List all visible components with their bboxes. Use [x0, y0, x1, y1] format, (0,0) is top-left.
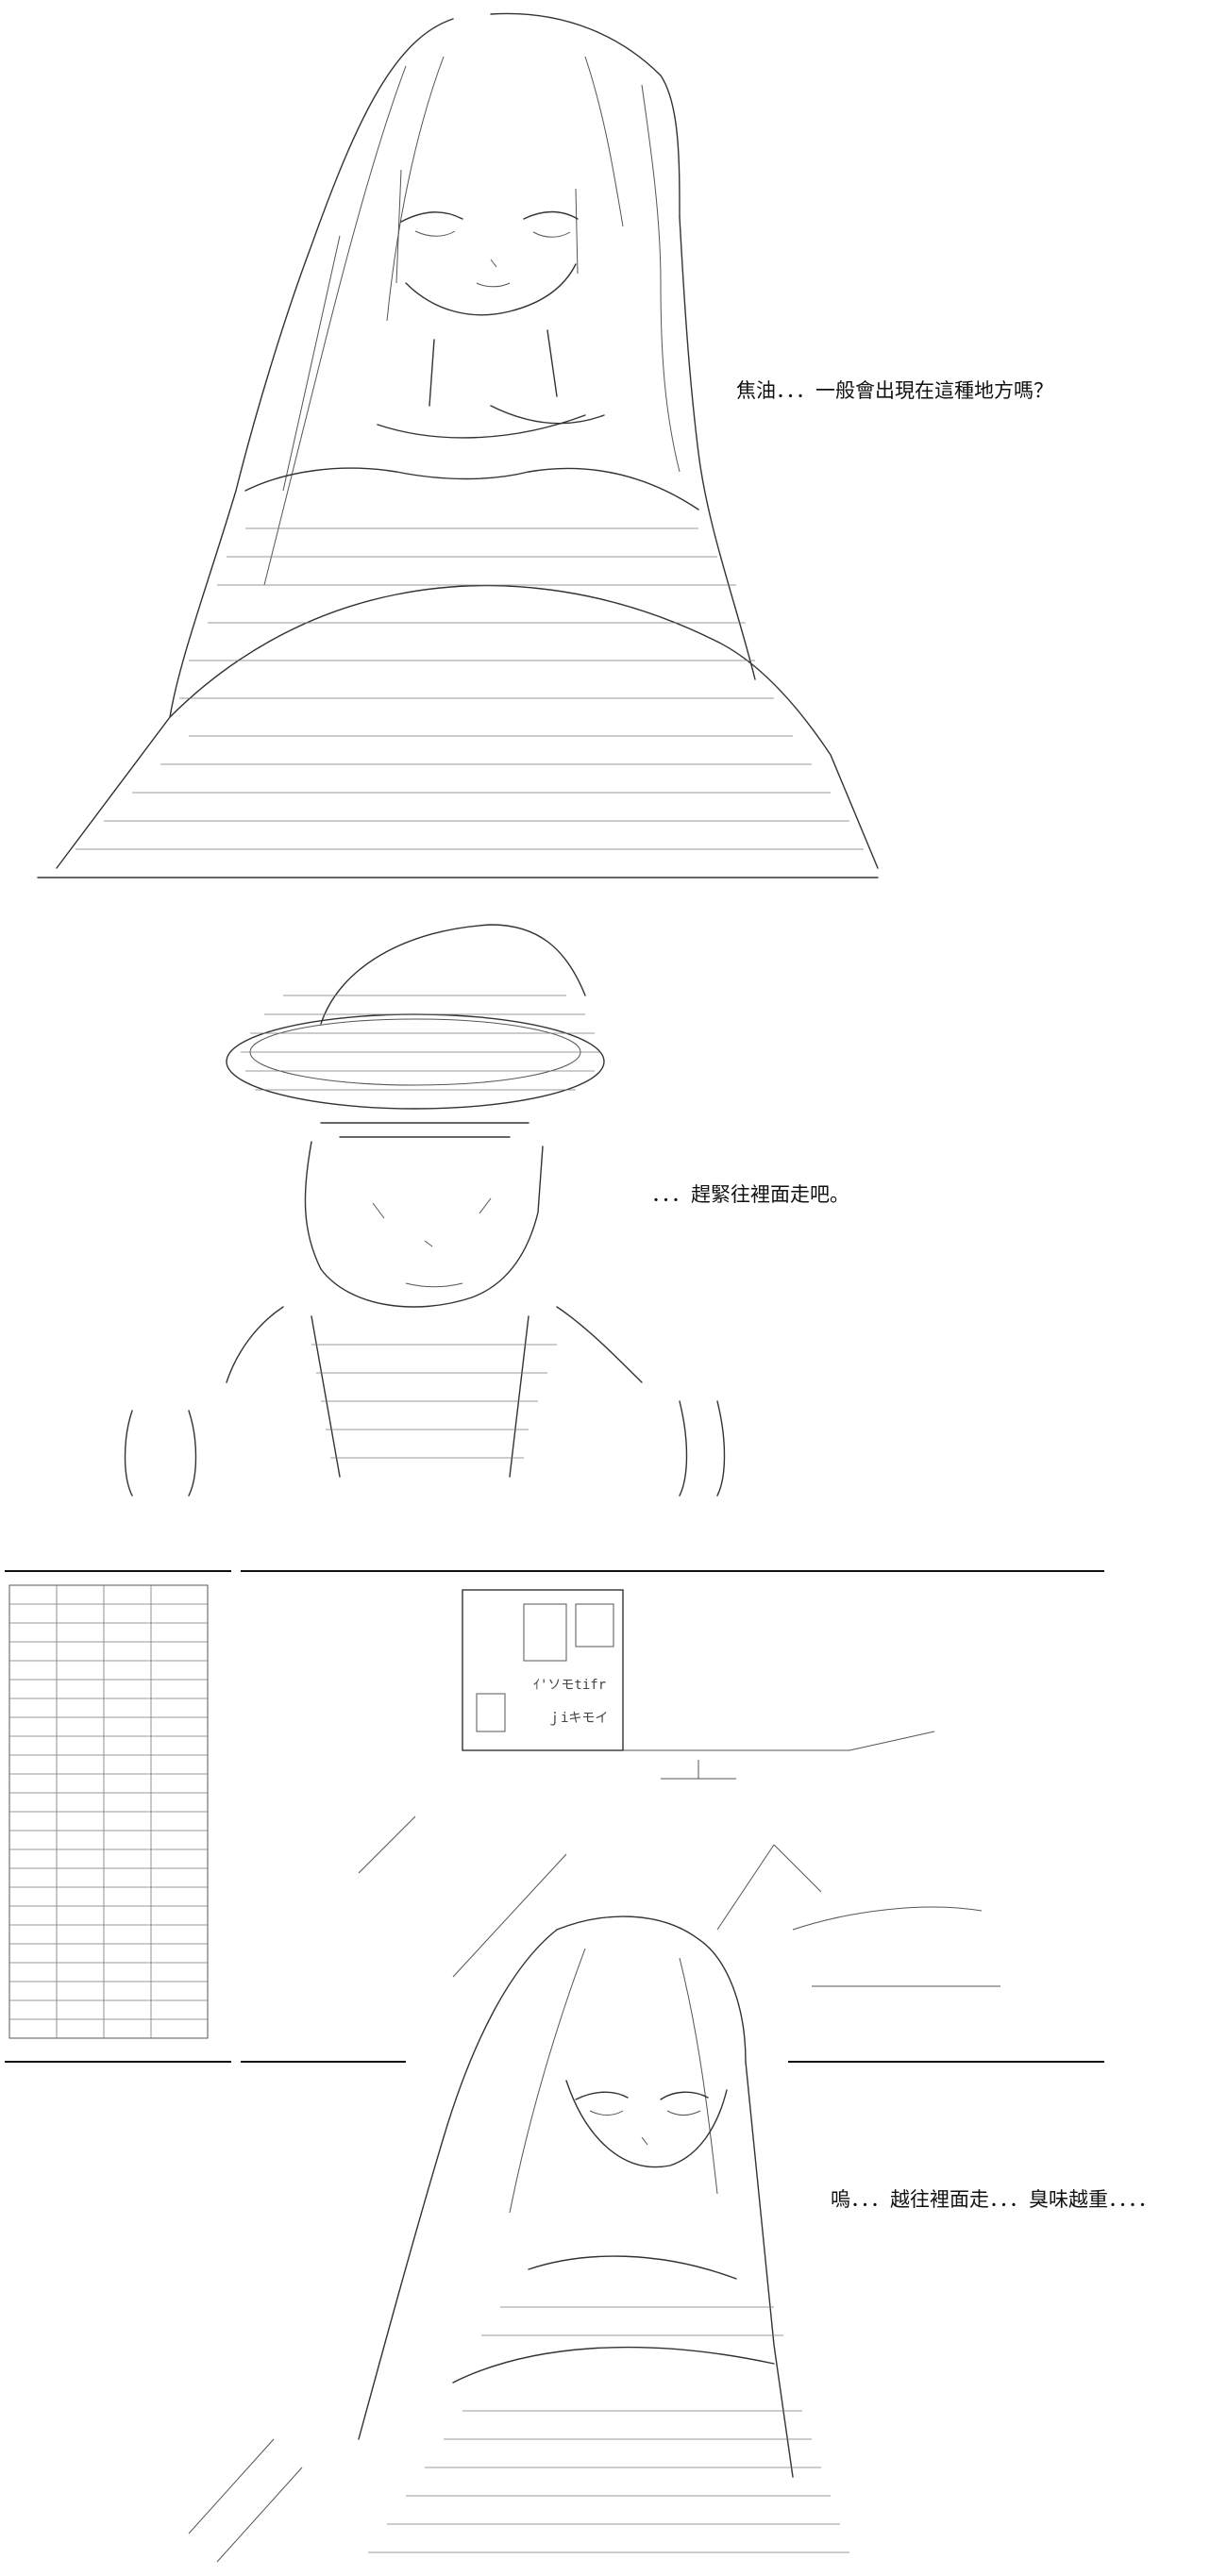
- bookshelf-art: [8, 1584, 209, 2039]
- girl-figure-art: [188, 1915, 849, 2563]
- sign-board-art: [462, 1589, 624, 1751]
- sign-label-2: ｊiキモイ: [547, 1711, 608, 1726]
- long-hair-girl-art: [37, 12, 879, 878]
- panel-1: 焦油．．．一般會出現在這種地方嗎？: [0, 0, 1227, 911]
- hat-figure-art: [124, 924, 726, 1497]
- dialogue-text: ．．．趕緊往裡面走吧。: [651, 1183, 849, 1206]
- dialogue-text: 焦油．．．一般會出現在這種地方嗎？: [736, 379, 1053, 402]
- panel-3: ｲ'ソモtifr ｊiキモイ: [0, 1533, 1227, 2576]
- alley-scene-art: ｲ'ソモtifr ｊiキモイ: [5, 1570, 1104, 2563]
- dialogue-text: 嗚．．．越往裡面走．．．臭味越重．．．．: [831, 2188, 1158, 2211]
- sign-label-1: ｲ'ソモtifr: [533, 1678, 606, 1693]
- panel-2: ．．．趕緊往裡面走吧。: [0, 911, 1227, 1533]
